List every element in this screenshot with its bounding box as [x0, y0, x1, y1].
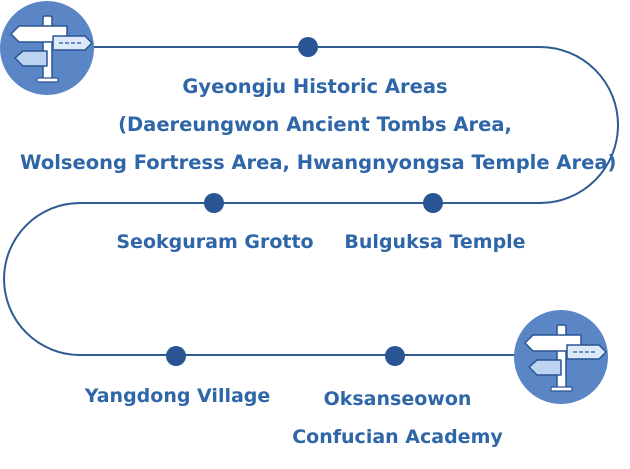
stop-dot-bulguksa [423, 193, 443, 213]
stop-dot-oksanseowon [385, 346, 405, 366]
stop-label-line: Oksanseowon [323, 388, 472, 410]
stop-label-seokguram: Seokguram Grotto [116, 231, 314, 253]
signpost-icon [514, 310, 608, 404]
stop-dot-gyeongju [298, 37, 318, 57]
stop-label-line: (Daereungwon Ancient Tombs Area, [118, 113, 512, 136]
route-line [3, 46, 619, 356]
stop-label-yangdong: Yangdong Village [84, 385, 271, 407]
stop-label-line: Gyeongju Historic Areas [182, 75, 448, 98]
stop-dot-yangdong [166, 346, 186, 366]
stop-label-gyeongju: Gyeongju Historic Areas (Daereungwon Anc… [20, 68, 617, 182]
signpost-icon [0, 1, 94, 95]
stop-label-line: Wolseong Fortress Area, Hwangnyongsa Tem… [20, 151, 617, 174]
stop-label-bulguksa: Bulguksa Temple [344, 231, 526, 253]
stop-dot-seokguram [204, 193, 224, 213]
stop-label-line: Confucian Academy [292, 426, 503, 448]
stop-label-oksanseowon: Oksanseowon Confucian Academy [275, 380, 520, 456]
